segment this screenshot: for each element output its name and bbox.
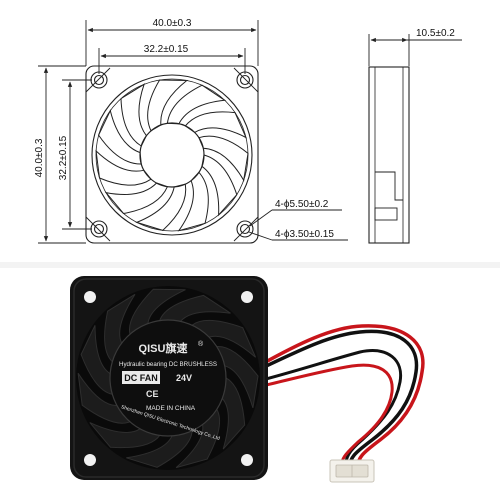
fan-blade [159, 294, 231, 322]
label-width-overall: 40.0±0.3 [153, 18, 192, 29]
fan-blade [120, 83, 147, 147]
label-hole-spacing-h: 32.2±0.15 [144, 44, 189, 55]
hole-callouts [248, 209, 348, 241]
front-frame [85, 65, 259, 244]
fan-blade [191, 319, 257, 358]
label-height-overall: 40.0±0.3 [34, 138, 45, 177]
fan-blade [201, 154, 238, 217]
dim-width-overall [85, 20, 259, 66]
fan-blade [175, 408, 221, 469]
fan-blade [89, 422, 161, 449]
label-voltage: 24V [176, 373, 192, 383]
label-registered: ® [198, 340, 204, 348]
fan-blade [166, 84, 227, 125]
fan-blade [80, 325, 113, 395]
label-origin: MADE IN CHINA [146, 405, 196, 412]
label-subtitle: Hydraulic bearing DC BRUSHLESS [119, 361, 217, 368]
side-frame [368, 66, 410, 244]
model-badge [122, 371, 160, 384]
fan-blade [198, 135, 249, 182]
fan-blade [184, 111, 248, 139]
fan-blade [147, 79, 189, 132]
fan-blade [135, 183, 187, 231]
section-divider [0, 262, 500, 268]
fan-blades [95, 79, 249, 232]
fan-blade [104, 293, 136, 363]
front-view [85, 65, 259, 244]
wire-connector [329, 459, 375, 483]
label-outer-hole: 4-ϕ5.50±0.2 [275, 199, 329, 210]
fan-blade [216, 346, 259, 409]
label-hole-spacing-v: 32.2±0.15 [58, 135, 69, 180]
label-model: DC FAN [124, 373, 158, 383]
dim-hole-spacing-h [98, 48, 246, 74]
dim-hole-spacing-v [62, 79, 92, 230]
fan-photo: QISU旗速 ® Hydraulic bearing DC BRUSHLESS … [70, 276, 425, 483]
label-ce: CE [146, 389, 159, 399]
fan-blade [77, 372, 131, 424]
label-inner-hole: 4-ϕ3.50±0.15 [275, 229, 334, 240]
wires [260, 324, 425, 472]
fan-blade [221, 377, 246, 450]
fan-photo-blades [77, 288, 259, 469]
side-view [368, 66, 410, 244]
fan-blade [95, 149, 152, 186]
fan-blade [98, 109, 142, 165]
dim-height-overall [38, 65, 86, 244]
dim-thickness [368, 34, 462, 66]
fan-blade [104, 182, 169, 215]
fan-blade [128, 288, 186, 335]
fan-blade [177, 171, 209, 232]
label-brand: QISU旗速 [139, 341, 188, 355]
fan-label [109, 319, 227, 437]
label-thickness: 10.5±0.2 [416, 28, 455, 39]
fan-photo-holes [84, 291, 253, 466]
fan-ring [91, 74, 253, 236]
fan-blade [126, 430, 193, 468]
